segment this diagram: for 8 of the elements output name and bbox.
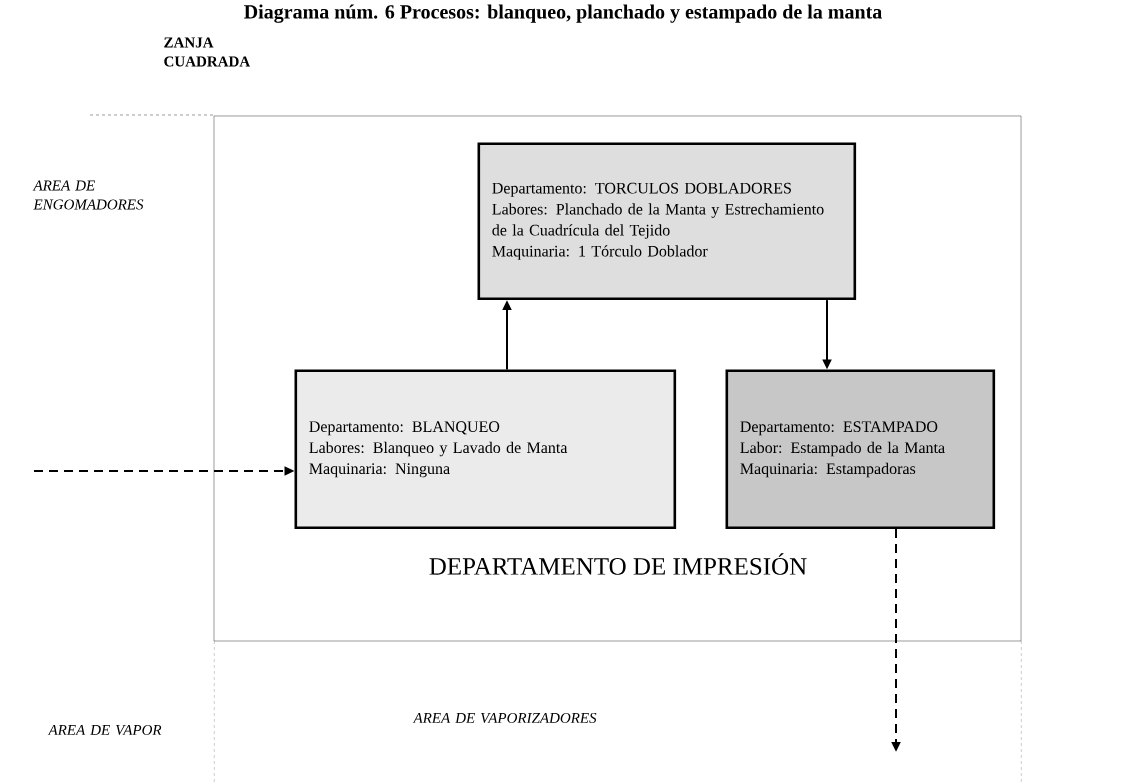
area-label: AREA DE VAPOR [47,724,162,736]
title: Diagrama núm. 6 Procesos: blanqueo, planchado y estampado de la manta [244,4,882,23]
area-label: ZANJA CUADRADA [164,37,251,67]
department-box: Departamento: BLANQUEO Labores: Blanqueo y Lavado de Manta Maquinaria: Ninguna [294,369,677,530]
department-box: Departamento: ESTAMPADO Labor: Estampado de la Manta Maquinaria: Estampadoras [725,369,996,530]
department-box: Departamento: TORCULOS DOBLADORES Labores: Planchado de la Manta y Estrechamiento de la Cuadrícula del Tejido Maquinaria: 1 Tórculo Doblador [477,142,857,301]
area-label: AREA DE VAPORIZADORES [412,712,597,724]
area-label: AREA DE ENGOMADORES [32,180,144,210]
